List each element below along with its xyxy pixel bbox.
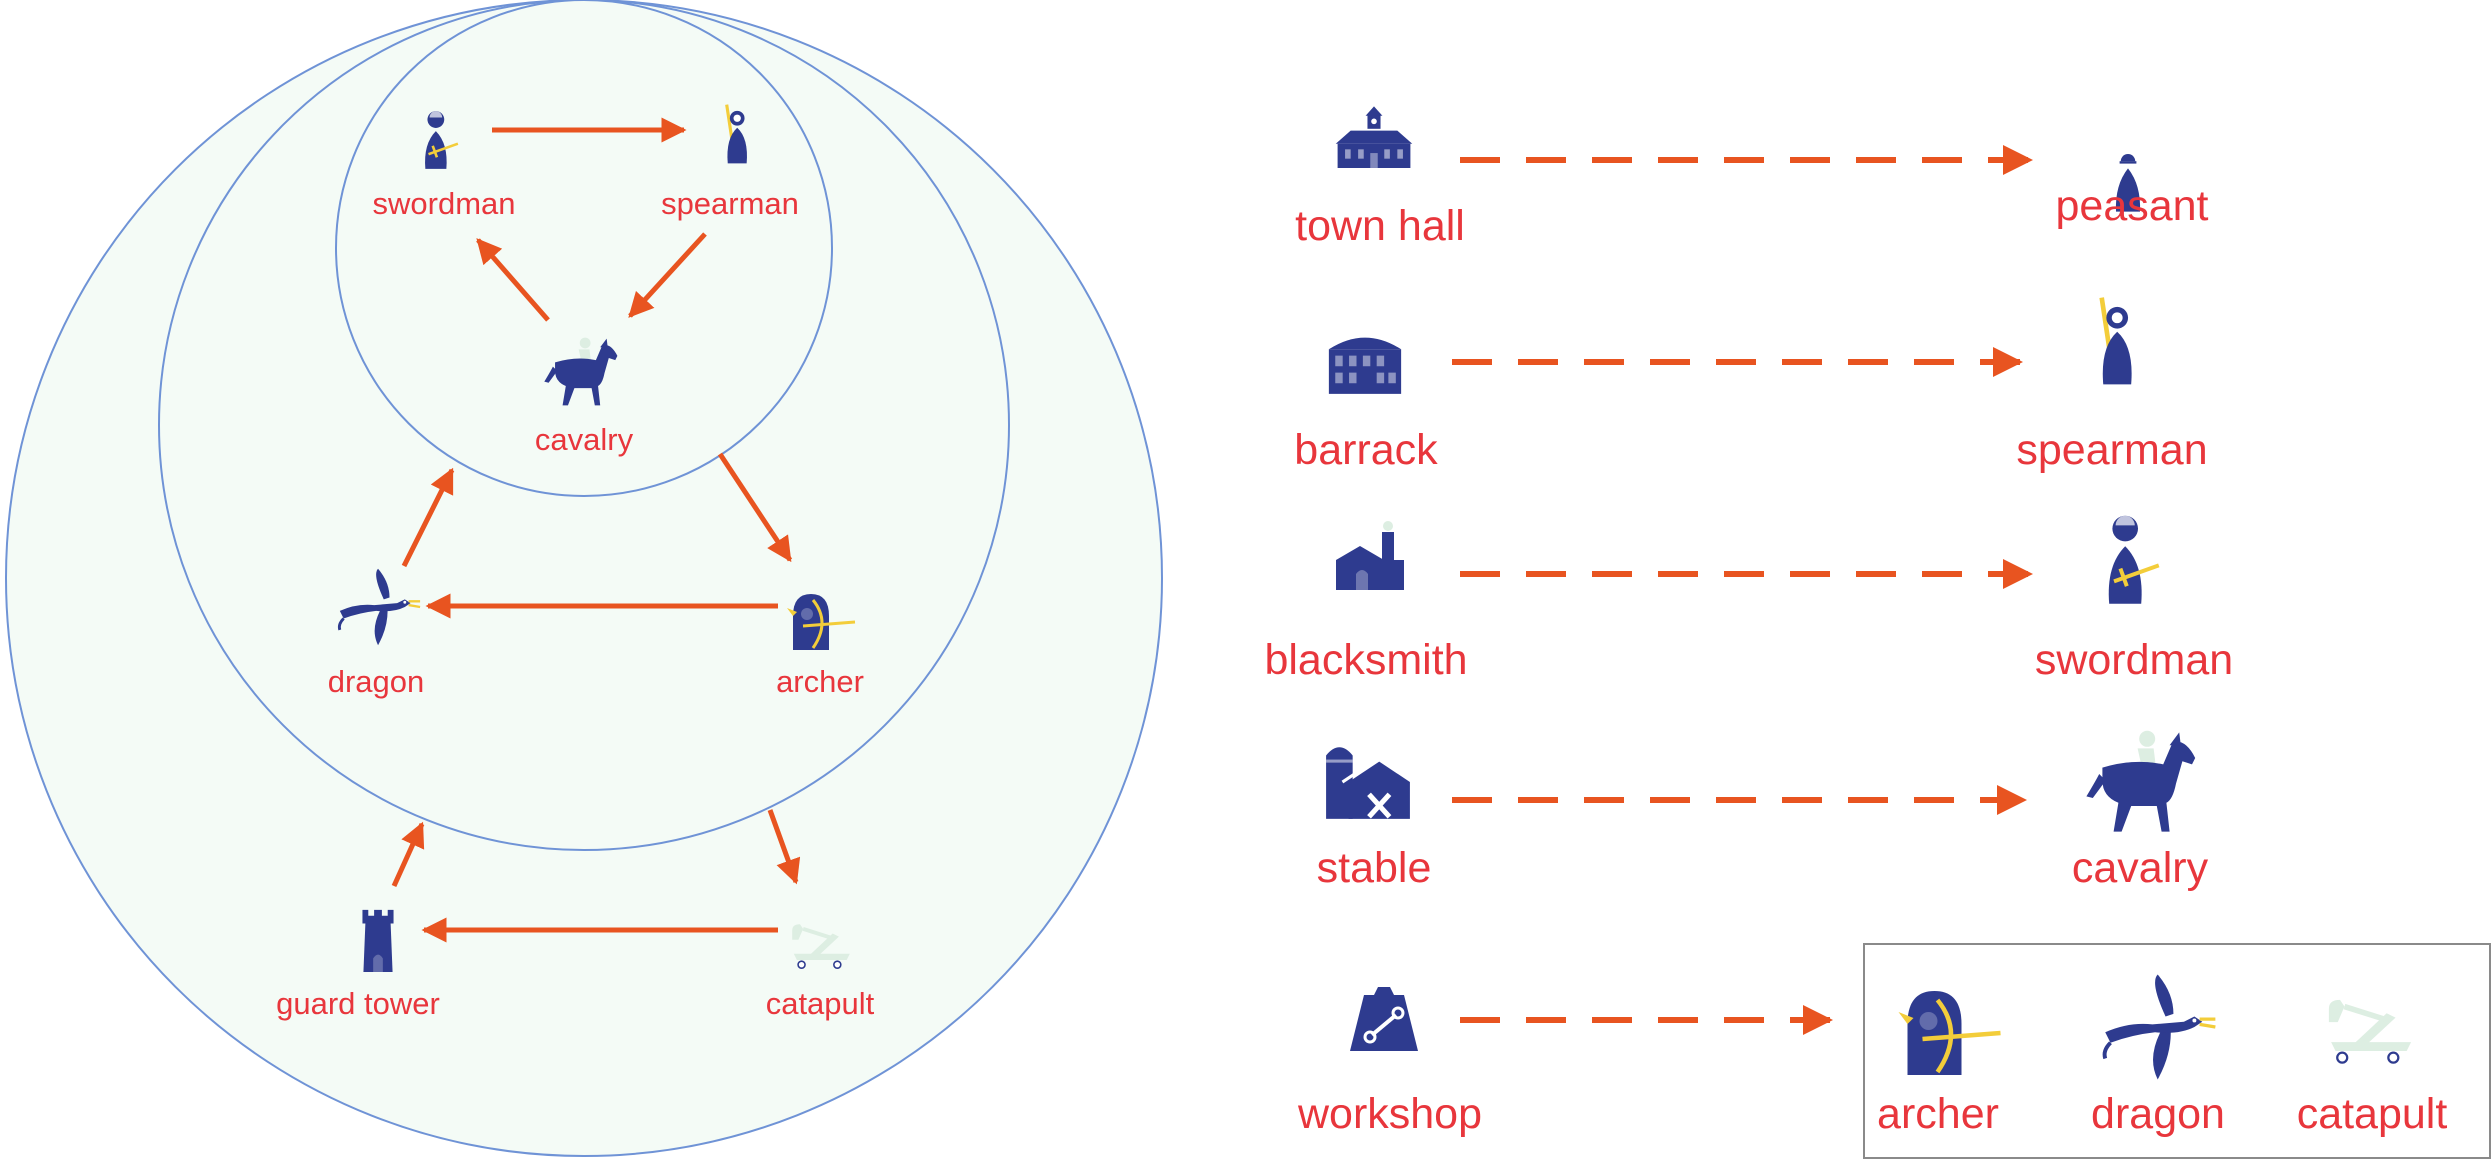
guard-tower-icon <box>362 909 394 973</box>
arrow-archer-to-catapult <box>767 809 801 885</box>
label-peasant: peasant <box>2055 182 2208 230</box>
spearman-icon-produced <box>2102 298 2132 385</box>
label-barrack: barrack <box>1294 426 1438 474</box>
arrow-cavalry-to-archer <box>717 452 793 563</box>
label-swordman: swordman <box>373 186 516 221</box>
label-workshop: workshop <box>1297 1090 1482 1138</box>
label-archer-produced: archer <box>1877 1090 1999 1138</box>
label-spearman-produced: spearman <box>2016 426 2207 474</box>
blacksmith-icon <box>1336 521 1404 590</box>
label-catapult: catapult <box>766 986 875 1021</box>
barrack-icon <box>1328 337 1402 394</box>
swordman-icon-produced <box>2109 516 2159 604</box>
workshop-icon <box>1350 987 1418 1051</box>
label-swordman-produced: swordman <box>2035 636 2233 684</box>
label-catapult-produced: catapult <box>2297 1090 2448 1138</box>
label-town-hall: town hall <box>1295 202 1465 250</box>
cavalry-icon-produced <box>2086 730 2196 832</box>
label-dragon-produced: dragon <box>2091 1090 2225 1138</box>
town-hall-icon <box>1335 106 1413 168</box>
counter-cycle: swordman spearman cavalry dragon archer … <box>5 0 1163 1157</box>
production-table: town hall barrack blacksmith stable work… <box>1264 106 2491 1159</box>
label-dragon: dragon <box>328 664 425 699</box>
counter-arrows <box>391 117 801 943</box>
label-blacksmith: blacksmith <box>1264 636 1467 684</box>
label-guard-tower: guard tower <box>276 986 440 1021</box>
inner-circle <box>335 0 833 497</box>
label-archer: archer <box>776 664 864 699</box>
label-spearman: spearman <box>661 186 799 221</box>
arrow-spearman-to-cavalry <box>628 232 707 318</box>
arrow-cavalry-to-swordman <box>476 238 550 322</box>
stable-icon <box>1326 747 1416 819</box>
production-arrows <box>1452 145 2033 1035</box>
arrow-dragon-to-cavalry <box>401 467 455 568</box>
label-stable: stable <box>1317 844 1432 892</box>
arrow-guard-tower-to-dragon <box>391 821 425 888</box>
label-cavalry: cavalry <box>535 422 634 457</box>
label-cavalry-produced: cavalry <box>2072 844 2209 892</box>
